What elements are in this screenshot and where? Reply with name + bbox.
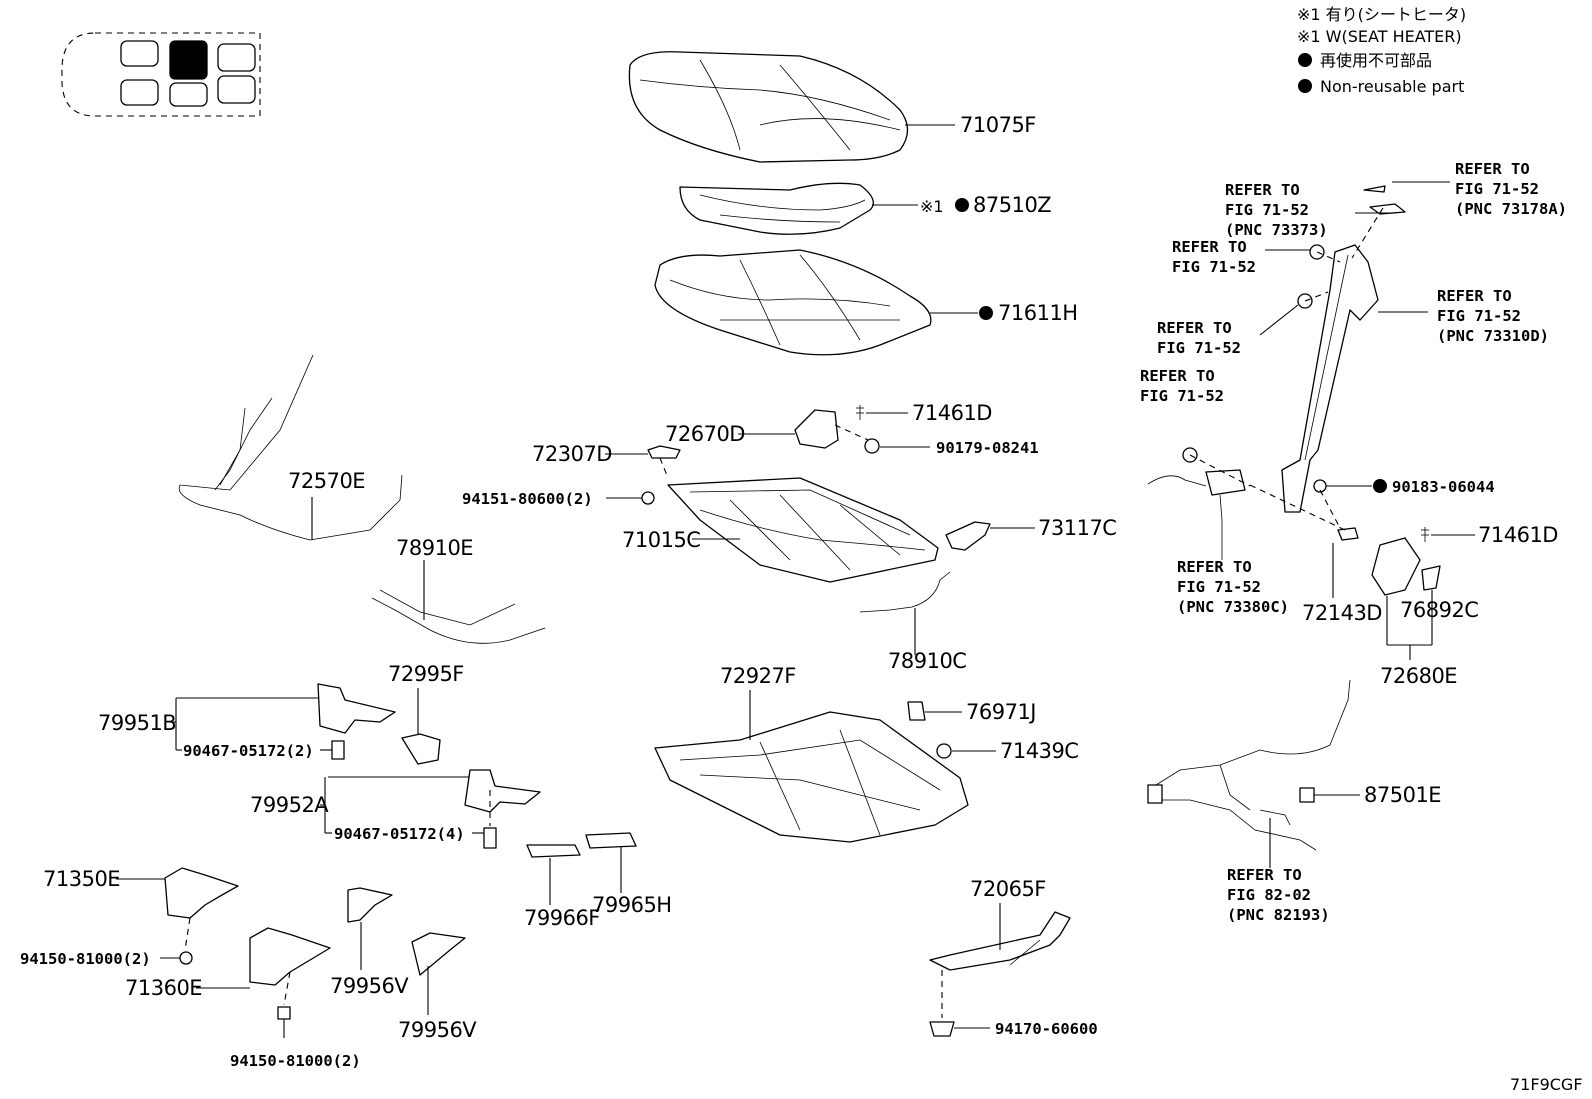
ref-a-line2: FIG 71-52 [1172,258,1256,276]
ref-73310D-line2: FIG 71-52 [1437,307,1521,325]
part-71015C: 71015C [622,528,700,552]
drawing-code: 71F9CGF [1510,1075,1583,1094]
ref-73373-line3: (PNC 73373) [1225,221,1328,239]
ref-73373-line2: FIG 71-52 [1225,201,1309,219]
ref-c-line1: REFER TO [1140,367,1215,385]
part-71461D-right: 71461D [1478,523,1558,547]
seatbelt-group: 90183-06044 71461D 72143D 76892C 72680E … [1140,160,1567,688]
part-76892C: 76892C [1400,598,1478,622]
locator-seat-front-right [217,43,256,72]
part-78910E: 78910E [396,536,473,560]
ref-b-line1: REFER TO [1157,319,1232,337]
part-94150-81000-a: 94150-81000(2) [20,950,151,968]
part-87510Z: 87510Z [973,193,1051,217]
part-94170-60600: 94170-60600 [995,1020,1098,1038]
part-71360E: 71360E [125,976,202,1000]
ref-73310D: REFER TO FIG 71-52 (PNC 73310D) [1437,287,1549,345]
part-72065F: 72065F [970,877,1046,901]
ref-b-line2: FIG 71-52 [1157,339,1241,357]
ref-73310D-line1: REFER TO [1437,287,1512,305]
part-79956V-a: 79956V [330,974,409,998]
ref-73380C-line1: REFER TO [1177,558,1252,576]
ref-73380C-line3: (PNC 73380C) [1177,598,1289,616]
part-76971J: 76971J [966,700,1036,724]
ref-73178A-line2: FIG 71-52 [1455,180,1539,198]
ref-73178A-line1: REFER TO [1455,160,1530,178]
seat-heater: ※1 87510Z [679,182,1052,235]
part-71075F: 71075F [960,113,1036,137]
non-reusable-dot-icon [1373,479,1387,493]
part-79951B: 79951B [98,711,176,735]
part-72680E: 72680E [1380,664,1457,688]
part-90467-05172-4: 90467-05172(4) [334,825,465,843]
part-90183-06044: 90183-06044 [1392,478,1495,496]
seat-cushion-cover: 71075F [628,51,1036,163]
ref-a-line1: REFER TO [1172,238,1247,256]
ref-73380C: REFER TO FIG 71-52 (PNC 73380C) [1177,558,1289,616]
ref-73373: REFER TO FIG 71-52 (PNC 73373) [1225,181,1328,239]
cable-group: 72570E 78910E [178,354,546,644]
seat-locator [61,32,261,117]
ref-73178A-line3: (PNC 73178A) [1455,200,1567,218]
part-79956V-b: 79956V [398,1018,477,1042]
part-90467-05172-2: 90467-05172(2) [183,742,314,760]
part-94150-81000-b: 94150-81000(2) [230,1052,361,1070]
part-72927F: 72927F [720,664,796,688]
ref-82193-line1: REFER TO [1227,866,1302,884]
part-87510Z-mark: ※1 [920,197,944,216]
ref-73373-line1: REFER TO [1225,181,1300,199]
part-78910C: 78910C [888,649,966,673]
seat-frame-group: 71461D 72670D 90179-08241 72307D 94151-8… [462,401,1117,673]
locator-seat-rear-right [217,75,256,104]
ref-82193: REFER TO FIG 82-02 (PNC 82193) [1227,866,1330,924]
part-90179-08241: 90179-08241 [936,439,1039,457]
non-reusable-dot-icon [1298,53,1312,67]
part-72995F: 72995F [388,662,464,686]
part-72570E: 72570E [288,469,365,493]
ref-a: REFER TO FIG 71-52 [1172,238,1256,276]
locator-seat-rear-left [120,79,159,106]
locator-seat-front-left [120,40,159,67]
legend-note1: ※1 有り(シートヒータ) [1297,5,1466,24]
legend-note3: 再使用不可部品 [1320,51,1432,70]
ref-73178A: REFER TO FIG 71-52 (PNC 73178A) [1455,160,1567,218]
part-71350E: 71350E [43,867,120,891]
locator-seat-highlighted [169,40,208,80]
part-71461D-top: 71461D [912,401,992,425]
part-73117C: 73117C [1038,516,1116,540]
legend-note4: Non-reusable part [1320,77,1464,96]
part-79965H: 79965H [592,893,672,917]
part-79966F: 79966F [524,906,600,930]
part-87501E: 87501E [1364,783,1441,807]
non-reusable-dot-icon [979,306,993,320]
ref-82193-line2: FIG 82-02 [1227,886,1311,904]
legend-note2: ※1 W(SEAT HEATER) [1297,27,1462,46]
ref-73380C-line2: FIG 71-52 [1177,578,1261,596]
non-reusable-dot-icon [1298,79,1312,93]
ref-73310D-line3: (PNC 73310D) [1437,327,1549,345]
part-71611H: 71611H [998,301,1078,325]
part-72143D: 72143D [1302,601,1382,625]
ref-c: REFER TO FIG 71-52 [1140,367,1224,405]
lower-center-group: 72927F 76971J 71439C 72065F 94170-60600 [654,664,1098,1038]
lower-left-brackets: 79951B 90467-05172(2) 72995F 79952A 9046… [20,662,672,1070]
part-72307D: 72307D [532,442,612,466]
part-94151-80600: 94151-80600(2) [462,490,593,508]
ref-b: REFER TO FIG 71-52 [1157,319,1241,357]
part-72670D: 72670D [665,422,745,446]
locator-seat-rear-center [169,82,208,107]
legend: ※1 有り(シートヒータ) ※1 W(SEAT HEATER) 再使用不可部品 … [1297,5,1466,96]
non-reusable-dot-icon [955,198,969,212]
seat-cushion-pad: 71611H [654,249,1078,356]
part-71439C: 71439C [1000,739,1078,763]
ref-c-line2: FIG 71-52 [1140,387,1224,405]
wire-harness-group: 87501E REFER TO FIG 82-02 (PNC 82193) [1147,679,1442,924]
part-79952A: 79952A [250,793,329,817]
ref-82193-line3: (PNC 82193) [1227,906,1330,924]
